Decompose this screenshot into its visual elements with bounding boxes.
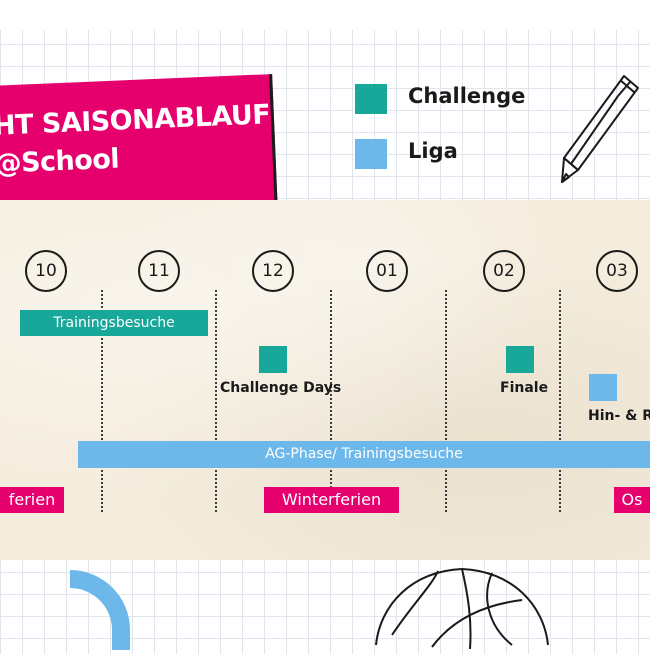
hin-rueck-label: Hin- & Ri [588,408,650,424]
legend-swatch-liga [355,139,387,169]
month-circle-10: 10 [25,250,67,292]
herbstferien-bar: ferien [0,487,64,513]
legend-item-challenge: Challenge [355,80,535,120]
month-circle-11: 11 [138,250,180,292]
blue-swoosh-decoration [70,570,130,650]
month-circle-03: 03 [596,250,638,292]
month-circle-01: 01 [366,250,408,292]
legend-label-challenge: Challenge [408,84,525,108]
pencil-icon [556,70,646,194]
legend-swatch-challenge [355,84,387,114]
month-divider [215,290,217,512]
challenge-days-label: Challenge Days [220,380,341,396]
month-divider [559,290,561,512]
title-banner: HT SAISONABLAUF @School [0,74,278,218]
month-circle-12: 12 [252,250,294,292]
legend-item-liga: Liga [355,135,535,175]
ag-phase-bar: AG-Phase/ Trainingsbesuche [78,441,650,468]
finale-label: Finale [500,380,548,396]
basketball-icon [372,565,552,654]
winterferien-bar: Winterferien [264,487,399,513]
osterferien-bar: Os [614,487,650,513]
trainingsbesuche-bar: Trainingsbesuche [20,310,208,336]
month-divider [445,290,447,512]
legend-label-liga: Liga [408,139,458,163]
finale-marker [506,346,534,373]
hin-rueck-marker [589,374,617,401]
month-divider [330,290,332,512]
month-circle-02: 02 [483,250,525,292]
top-fade [0,0,650,30]
challenge-days-marker [259,346,287,373]
